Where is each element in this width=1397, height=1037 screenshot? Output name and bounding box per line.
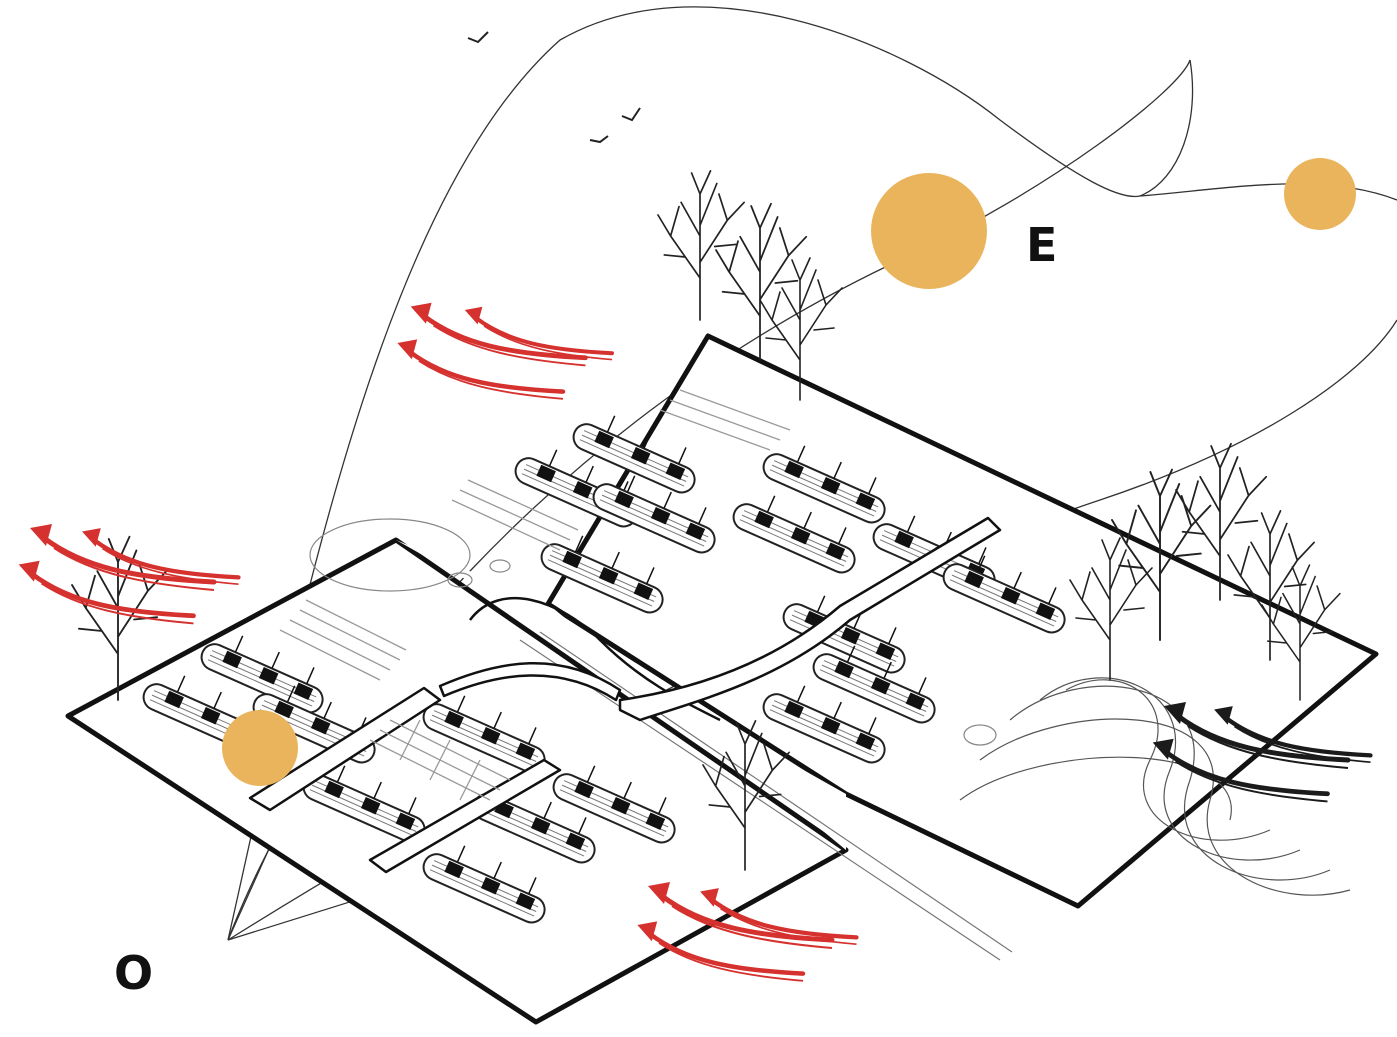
east-label: E (1026, 222, 1057, 268)
west-label: O (114, 950, 153, 996)
bird-icon (468, 32, 640, 142)
